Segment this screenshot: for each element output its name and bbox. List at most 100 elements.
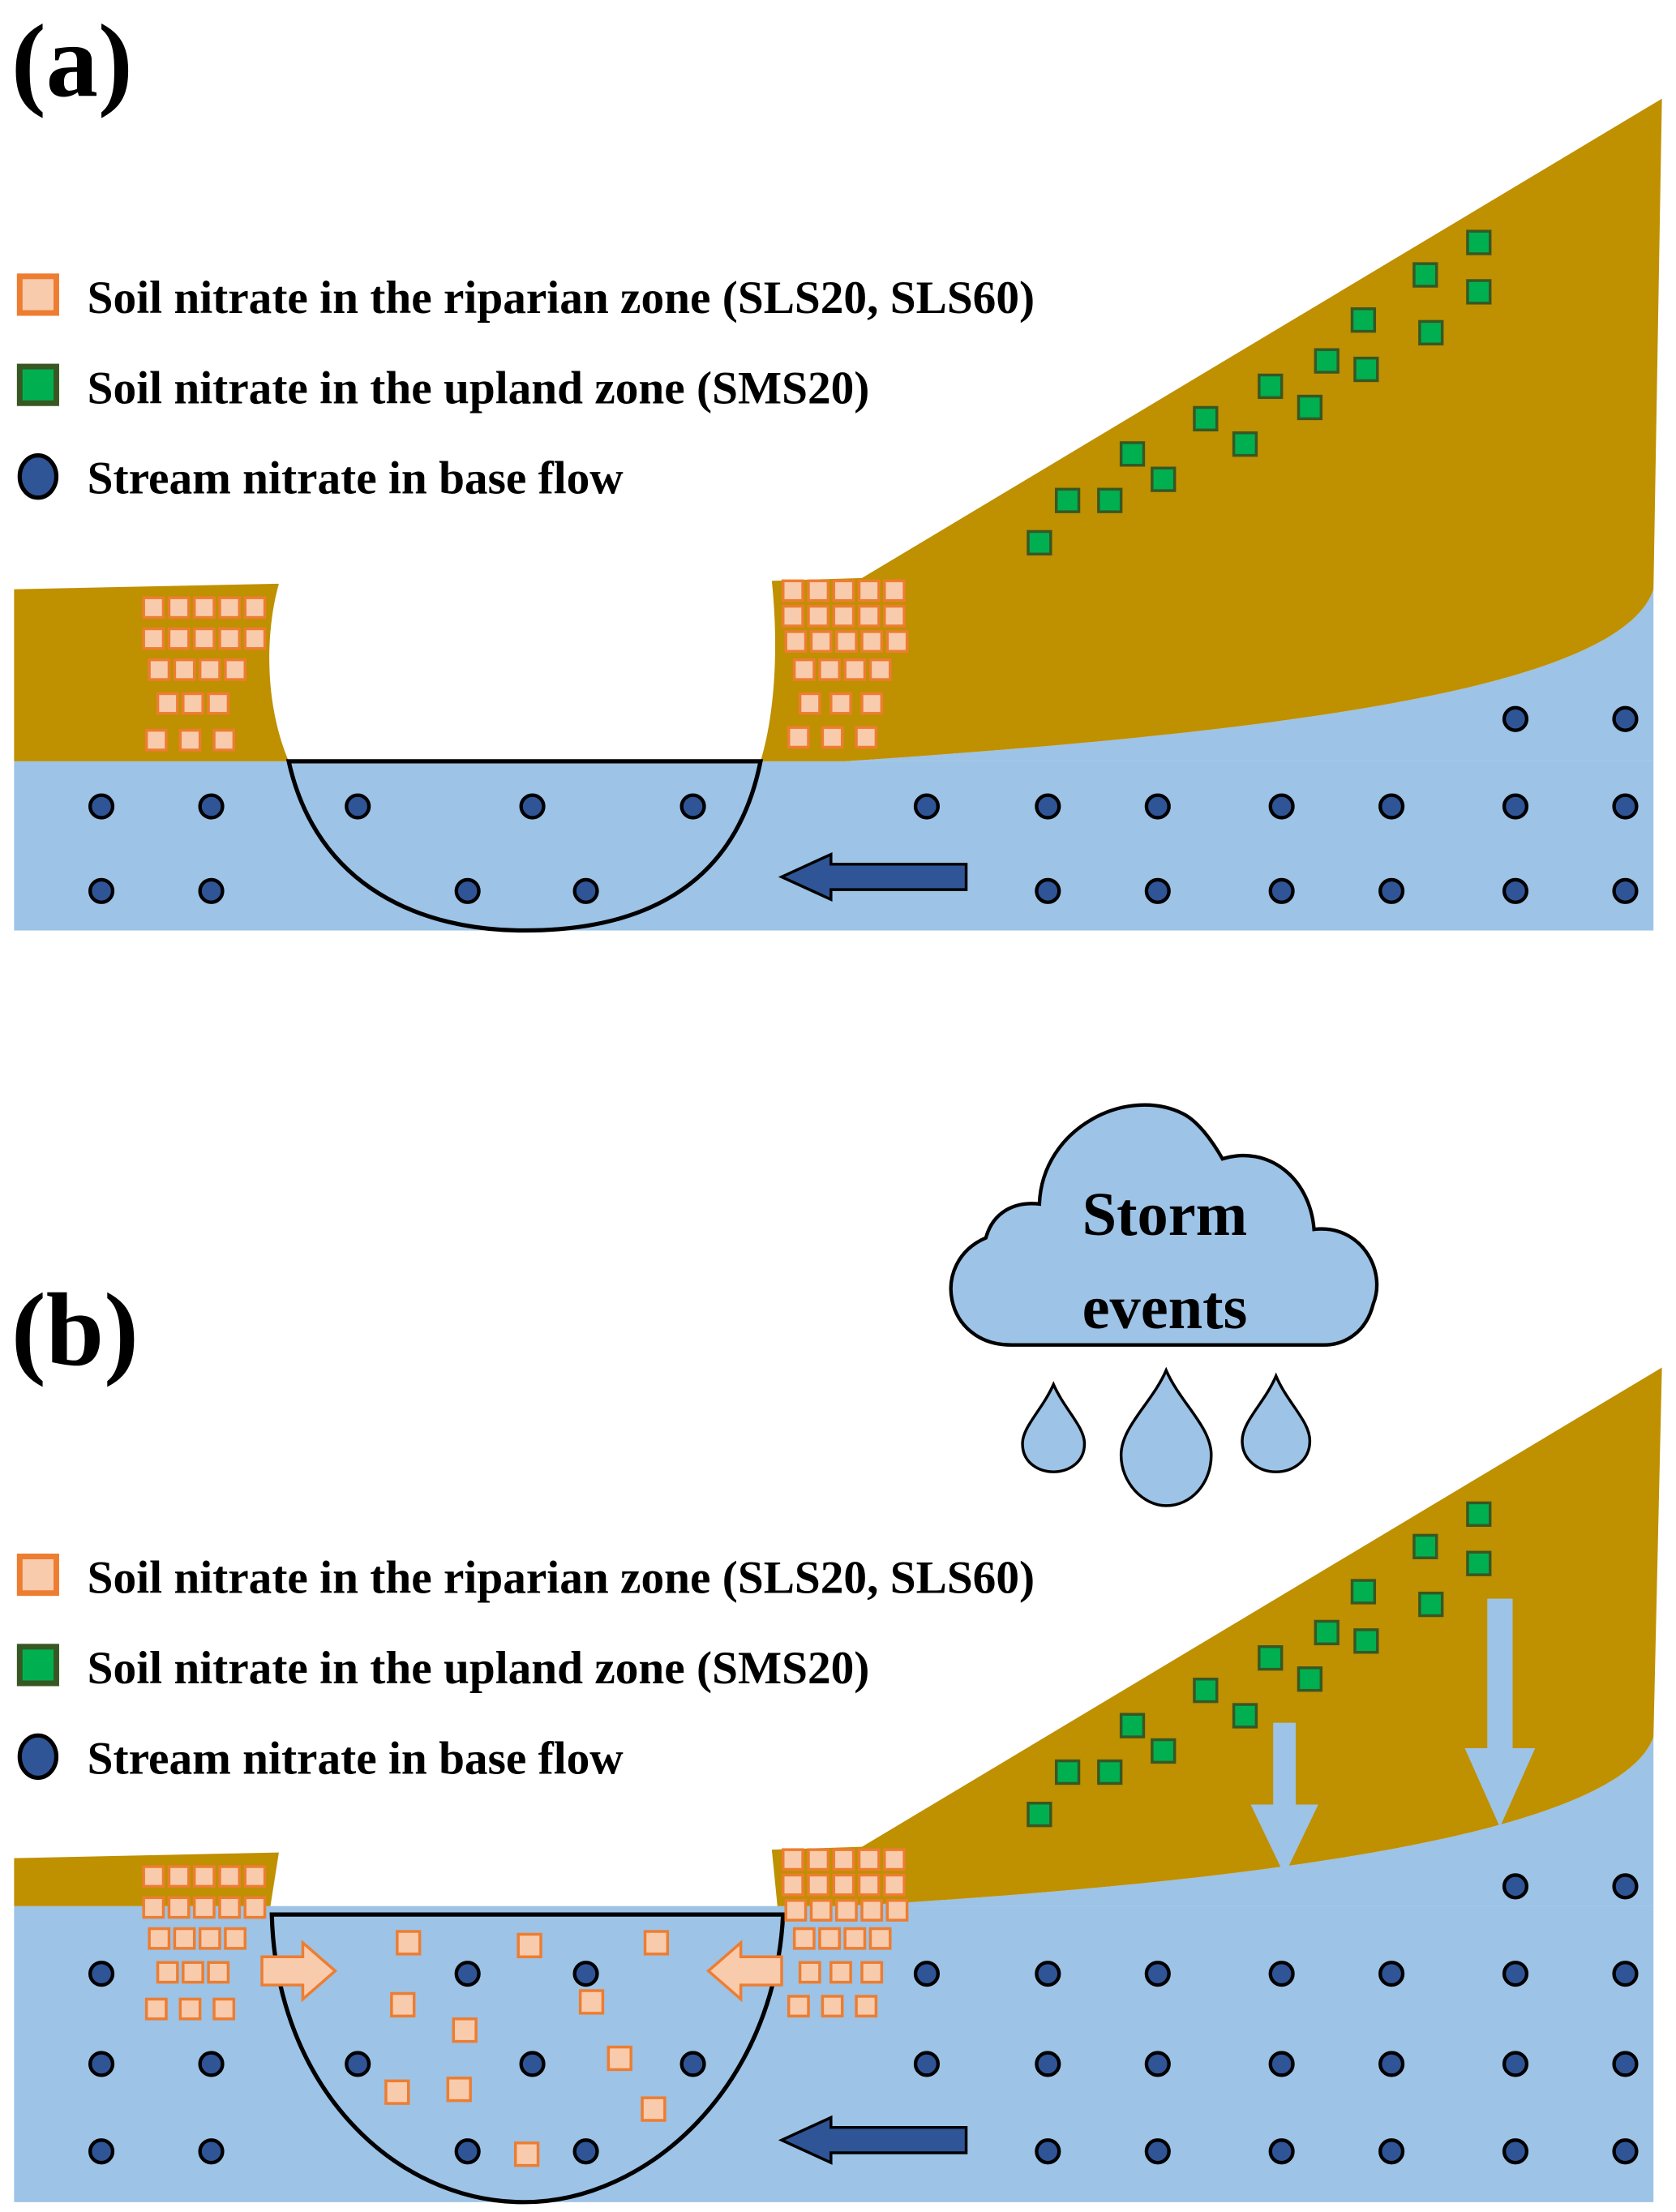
stream-nitrate-dot — [1612, 1961, 1639, 1987]
flushed-nitrate-square — [390, 1991, 416, 2018]
stream-nitrate-dot — [1144, 877, 1171, 904]
upland-swatch-icon — [16, 1644, 59, 1687]
cloud-shape — [949, 1103, 1379, 1347]
stream-nitrate-dot — [1035, 2138, 1061, 2165]
stream-nitrate-dot — [913, 793, 940, 820]
stream-nitrate-dot — [198, 2051, 225, 2077]
upland-nitrate-square — [1027, 1802, 1052, 1828]
upland-nitrate-square — [1466, 1550, 1492, 1576]
riparian-nitrate-square — [860, 1899, 884, 1922]
riparian-nitrate-square — [144, 1997, 168, 2021]
stream-nitrate-dot — [88, 1961, 115, 1987]
upland-nitrate-square — [1054, 487, 1081, 513]
stream-nitrate-dot — [1144, 1961, 1171, 1987]
stream-nitrate-dot — [345, 2051, 371, 2077]
flushed-nitrate-square — [641, 2096, 667, 2122]
riparian-nitrate-square — [832, 604, 855, 628]
riparian-nitrate-square — [243, 627, 267, 650]
riparian-nitrate-square — [857, 1848, 881, 1871]
riparian-nitrate-square — [883, 1848, 906, 1871]
upland-nitrate-square — [1232, 1703, 1258, 1729]
riparian-nitrate-square — [142, 1896, 165, 1919]
riparian-nitrate-square — [192, 596, 216, 619]
riparian-nitrate-square — [883, 579, 906, 602]
legend-b-stream: Stream nitrate in base flow — [88, 1733, 624, 1784]
stream-nitrate-dot — [1035, 1961, 1061, 1987]
riparian-nitrate-square — [182, 692, 204, 715]
stream-nitrate-dot — [1035, 2051, 1061, 2077]
riparian-nitrate-square — [843, 1927, 867, 1950]
upland-nitrate-square — [1193, 405, 1219, 432]
riparian-nitrate-square — [787, 1995, 810, 2018]
panel-b-label: (b) — [11, 1271, 139, 1387]
upland-nitrate-square — [1027, 529, 1052, 556]
groundwater-a — [14, 761, 1654, 931]
riparian-nitrate-square — [243, 1896, 267, 1919]
upland-nitrate-square — [1314, 1619, 1340, 1646]
riparian-nitrate-square — [809, 1899, 833, 1922]
riparian-nitrate-square — [167, 1865, 191, 1888]
riparian-nitrate-square — [224, 658, 246, 681]
riparian-nitrate-square — [807, 1848, 830, 1871]
riparian-nitrate-square — [224, 1927, 246, 1950]
groundwater-b — [14, 1905, 1654, 2202]
stream-nitrate-dot — [1378, 877, 1405, 904]
stream-nitrate-dot — [1268, 1961, 1295, 1987]
riparian-nitrate-square — [860, 1961, 884, 1984]
riparian-nitrate-square — [167, 627, 191, 650]
flushed-nitrate-square — [607, 2045, 632, 2072]
upland-nitrate-square — [1119, 441, 1146, 467]
raindrop-icon — [1119, 1366, 1213, 1507]
flushed-nitrate-square — [513, 2141, 540, 2167]
riparian-nitrate-square — [787, 726, 810, 749]
stream-swatch-icon — [17, 1733, 59, 1781]
stream-nitrate-dot — [1502, 1961, 1529, 1987]
upland-nitrate-square — [1350, 1579, 1377, 1605]
flushed-riparian-nitrate-in-stream — [384, 1930, 670, 2167]
stream-nitrate-dot — [1502, 705, 1529, 732]
upland-nitrate-square — [1151, 466, 1177, 492]
stream-nitrate-dot — [1035, 793, 1061, 820]
upland-nitrate-square — [1193, 1678, 1219, 1704]
panel-a-base-flow: (a) Soil nitrate in the riparian zone (S… — [11, 2, 1662, 933]
legend-b: Soil nitrate in the riparian zone (SLS20… — [16, 1553, 1035, 1784]
riparian-nitrate-square — [782, 604, 804, 628]
riparian-nitrate-square — [218, 627, 242, 650]
riparian-nitrate-square — [192, 1896, 216, 1919]
stream-channel-a — [285, 759, 764, 933]
flushed-nitrate-square — [517, 1932, 542, 1959]
stream-nitrate-dot — [1035, 877, 1061, 904]
upland-nitrate-square — [1119, 1713, 1146, 1738]
infiltration-arrow-icon — [1464, 1598, 1536, 1828]
stream-nitrate-dot — [1144, 2051, 1171, 2077]
riparian-nitrate-square — [832, 1848, 855, 1871]
riparian-nitrate-square — [148, 1927, 171, 1950]
riparian-nitrate-square — [860, 692, 884, 715]
riparian-nitrate-square — [843, 658, 867, 681]
upland-nitrate-square — [1054, 1759, 1081, 1785]
stream-nitrate-dot — [454, 877, 481, 904]
raindrop-icon — [1241, 1372, 1312, 1473]
stream-nitrate-dot — [88, 793, 115, 820]
flushing-arrow-left-icon — [706, 1940, 783, 2003]
stream-swatch-icon — [17, 452, 59, 500]
stream-nitrate-dot — [1502, 1873, 1529, 1900]
riparian-nitrate-square — [821, 726, 844, 749]
riparian-nitrate-square — [818, 658, 841, 681]
infiltration-arrow-icon — [1250, 1722, 1318, 1875]
stream-nitrate-dot — [572, 2138, 599, 2165]
flushed-nitrate-square — [578, 1989, 605, 2015]
stream-nitrate-a — [88, 705, 1639, 904]
riparian-nitrate-square — [218, 1896, 242, 1919]
riparian-nitrate-square — [855, 726, 878, 749]
riparian-nitrate-square — [243, 1865, 267, 1888]
stream-nitrate-dot — [1268, 2051, 1295, 2077]
upland-nitrate-square — [1466, 279, 1492, 305]
upland-nitrate-square — [1353, 356, 1379, 383]
stream-nitrate-dot — [519, 793, 546, 820]
stream-nitrate-dot — [572, 877, 599, 904]
upland-nitrate-square — [1418, 1591, 1444, 1618]
stream-nitrate-dot — [1502, 877, 1529, 904]
riparian-nitrate-b — [142, 1848, 909, 2021]
stream-nitrate-dot — [345, 793, 371, 820]
